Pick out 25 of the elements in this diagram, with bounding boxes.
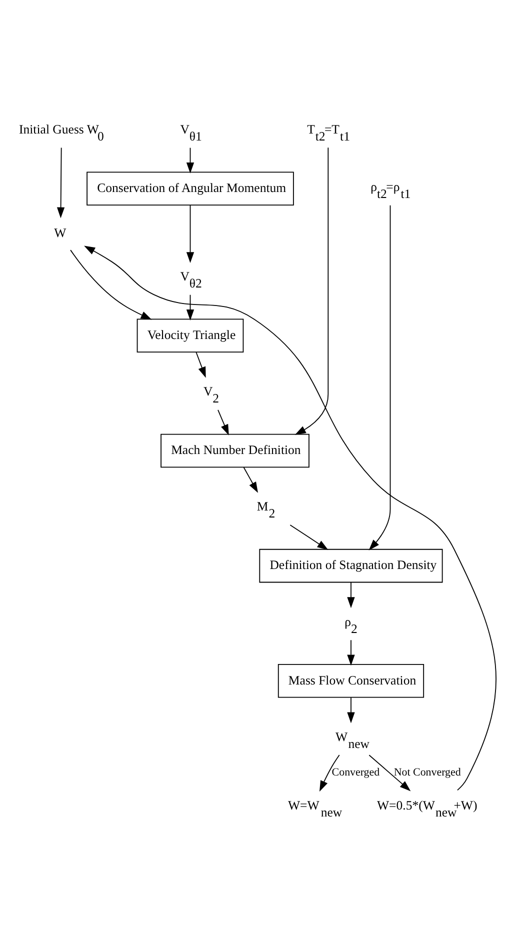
arrow	[186, 147, 194, 174]
node-box: Conservation of Angular Momentum	[86, 172, 294, 206]
arrow	[243, 467, 258, 493]
arrow	[70, 250, 152, 320]
arrow	[290, 524, 328, 550]
edge-label: Not Converged	[394, 766, 461, 778]
arrow	[347, 582, 355, 608]
node-box: Mass Flow Conservation	[278, 664, 424, 698]
arrow	[218, 409, 229, 436]
arrow	[294, 147, 329, 435]
arrow	[319, 754, 340, 792]
arrow	[186, 204, 194, 264]
node-box: Mach Number Definition	[160, 434, 310, 468]
arrow	[196, 352, 206, 378]
arrow	[368, 754, 411, 792]
arrow	[56, 147, 65, 218]
arrow	[368, 204, 391, 550]
node-text: W	[54, 226, 66, 240]
arrow	[186, 294, 194, 320]
node-box: Velocity Triangle	[136, 318, 244, 353]
arrow	[347, 640, 355, 666]
node-box: Definition of Stagnation Density	[259, 548, 443, 583]
arrow	[347, 697, 355, 724]
arrow	[84, 246, 496, 791]
edge-label: Converged	[332, 766, 380, 778]
